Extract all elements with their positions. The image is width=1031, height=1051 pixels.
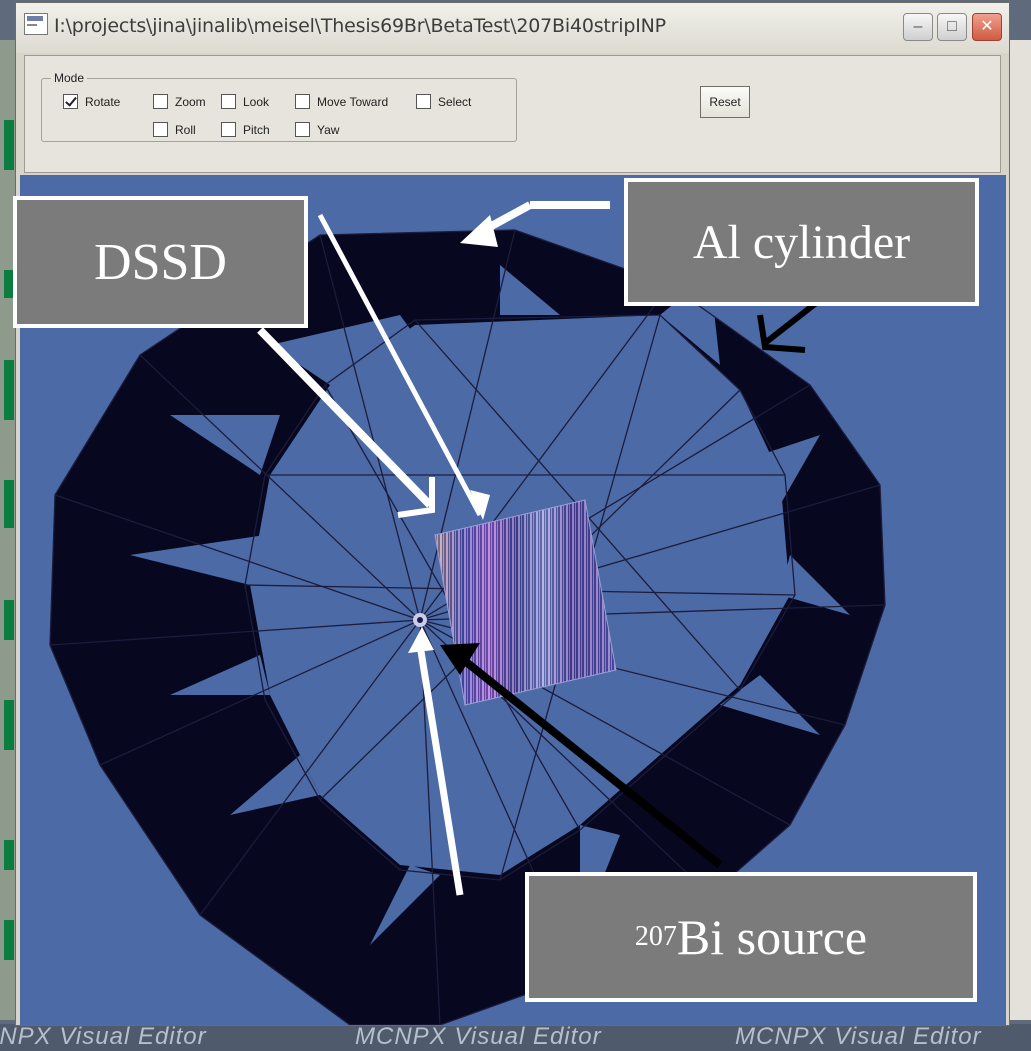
checkbox-move-toward-label: Move Toward [317, 94, 389, 109]
checkbox-select[interactable]: Select [416, 94, 471, 109]
checkbox-select-box[interactable] [416, 94, 431, 109]
checkbox-rotate-label: Rotate [85, 94, 121, 109]
mode-panel: Mode Rotate Zoom Look Move Toward Select… [24, 55, 1001, 173]
checkbox-rotate-box[interactable] [63, 94, 78, 109]
reset-button[interactable]: Reset [700, 86, 750, 118]
al-cylinder-callout: Al cylinder [624, 178, 979, 306]
close-button[interactable]: ✕ [972, 13, 1002, 41]
app-doc-icon [24, 13, 48, 35]
isotope-mass-number: 207 [634, 921, 677, 952]
bi-source-label: Bi source [676, 909, 868, 965]
watermark-text: MCNPX Visual Editor [0, 1024, 207, 1050]
checkbox-zoom-box[interactable] [153, 94, 168, 109]
mode-group-label: Mode [51, 71, 88, 85]
checkbox-select-label: Select [438, 94, 472, 109]
window-title: I:\projects\jina\jinalib\meisel\Thesis69… [54, 15, 666, 37]
dssd-callout: DSSD [13, 196, 308, 328]
minimize-button[interactable]: – [903, 13, 933, 41]
title-bar[interactable]: I:\projects\jina\jinalib\meisel\Thesis69… [16, 3, 1009, 53]
watermark-text: MCNPX Visual Editor [735, 1024, 982, 1050]
watermark-text: MCNPX Visual Editor [355, 1024, 602, 1050]
checkbox-pitch-label: Pitch [243, 122, 270, 137]
bi-source-marker [413, 613, 427, 627]
checkbox-roll-label: Roll [175, 122, 196, 137]
checkbox-pitch[interactable]: Pitch [221, 122, 270, 137]
mode-group-box [41, 78, 517, 142]
checkbox-pitch-box[interactable] [221, 122, 236, 137]
geometry-render [49, 201, 886, 1025]
checkbox-roll-box[interactable] [153, 122, 168, 137]
checkbox-look[interactable]: Look [221, 94, 269, 109]
checkbox-move-toward[interactable]: Move Toward [295, 94, 388, 109]
checkbox-look-box[interactable] [221, 94, 236, 109]
background-app-right-edge [1008, 40, 1031, 1020]
watermark-strip: MCNPX Visual Editor MCNPX Visual Editor … [0, 1024, 1031, 1051]
checkbox-look-label: Look [243, 94, 270, 109]
checkbox-yaw[interactable]: Yaw [295, 122, 339, 137]
maximize-button[interactable]: □ [937, 13, 967, 41]
checkbox-zoom[interactable]: Zoom [153, 94, 206, 109]
annotation-arrows [257, 201, 822, 896]
checkbox-yaw-label: Yaw [317, 122, 340, 137]
dssd-detector [434, 499, 617, 706]
checkbox-yaw-box[interactable] [295, 122, 310, 137]
checkbox-roll[interactable]: Roll [153, 122, 196, 137]
checkbox-move-toward-box[interactable] [295, 94, 310, 109]
checkbox-zoom-label: Zoom [175, 94, 206, 109]
checkbox-rotate[interactable]: Rotate [63, 94, 120, 109]
